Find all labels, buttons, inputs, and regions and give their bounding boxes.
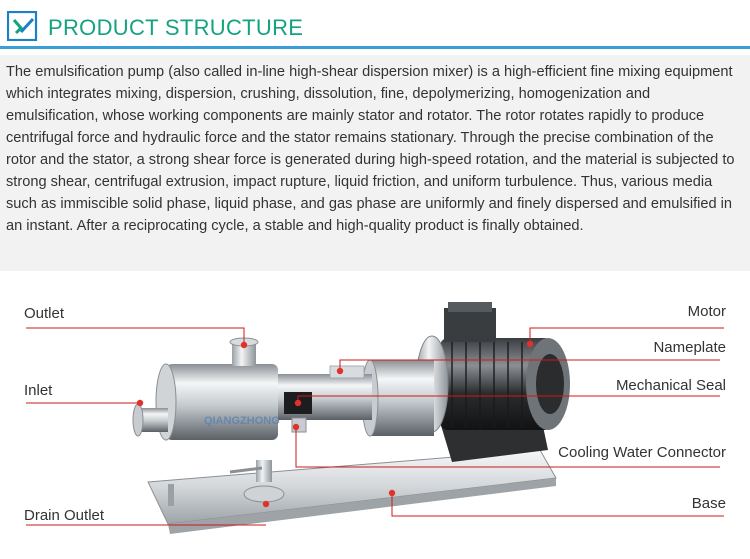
label-cooling-water-connector: Cooling Water Connector [558,444,726,461]
page-title: PRODUCT STRUCTURE [48,15,304,40]
chevron-check-icon [7,11,38,41]
label-nameplate: Nameplate [653,339,726,356]
description-panel: The emulsification pump (also called in-… [0,55,750,271]
label-mechanical-seal: Mechanical Seal [615,377,726,394]
section-header: PRODUCT STRUCTURE [0,0,750,52]
description-text: The emulsification pump (also called in-… [6,64,735,234]
header-divider [0,46,750,49]
pump-illustration: QIANGZHONG [26,302,724,534]
label-motor: Motor [687,303,726,320]
pump-diagram: QIANGZHONG [0,272,750,559]
label-outlet: Outlet [24,305,65,322]
brand-watermark: QIANGZHONG [204,415,280,427]
label-base: Base [691,495,726,512]
label-inlet: Inlet [24,382,53,399]
label-drain-outlet: Drain Outlet [24,507,105,524]
